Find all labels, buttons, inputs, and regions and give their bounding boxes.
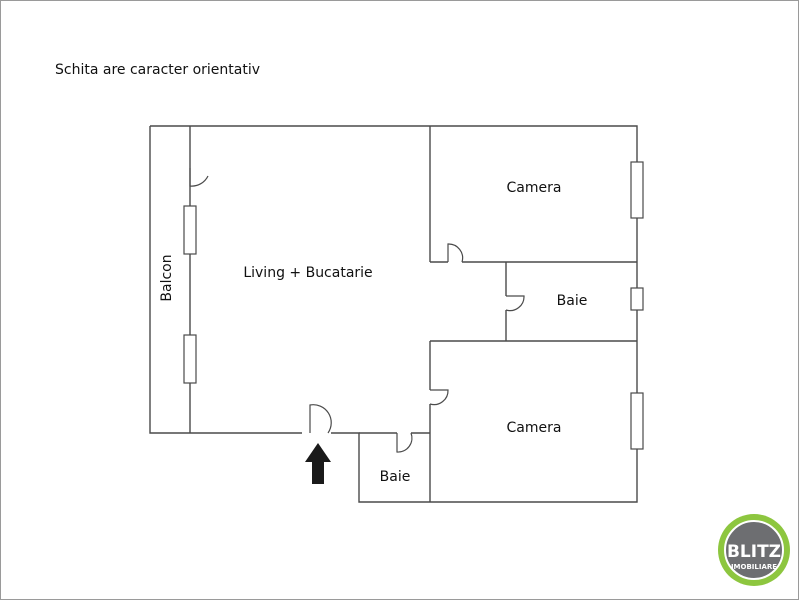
outer-wall [149,125,638,503]
room-label-baie-right: Baie [557,293,588,309]
window [183,334,197,384]
door-arc [189,168,209,187]
room-label-balcon: Balcon [159,254,175,301]
up-arrow-icon [305,443,331,484]
room-label-camera-bottom: Camera [507,420,562,436]
room-label-baie-bottom: Baie [380,469,411,485]
window [630,161,644,219]
door-arc [447,243,464,263]
room-label-camera-top: Camera [507,180,562,196]
orientative-note: Schita are caracter orientativ [55,62,260,78]
door-arc [429,389,449,406]
logo-inner [724,520,784,580]
logo-name: BLITZ [727,542,781,562]
window [630,287,644,311]
room-label-living: Living + Bucatarie [243,265,372,281]
doors [189,168,525,453]
blitz-logo: BLITZ IMOBILIARE [718,514,790,586]
logo-subtitle: IMOBILIARE [731,563,777,571]
windows [183,161,644,450]
door-arc [396,432,413,453]
walls [149,125,638,503]
window [630,392,644,450]
door-arc [505,295,525,312]
window [183,205,197,255]
entrance-door-arc [309,404,332,434]
